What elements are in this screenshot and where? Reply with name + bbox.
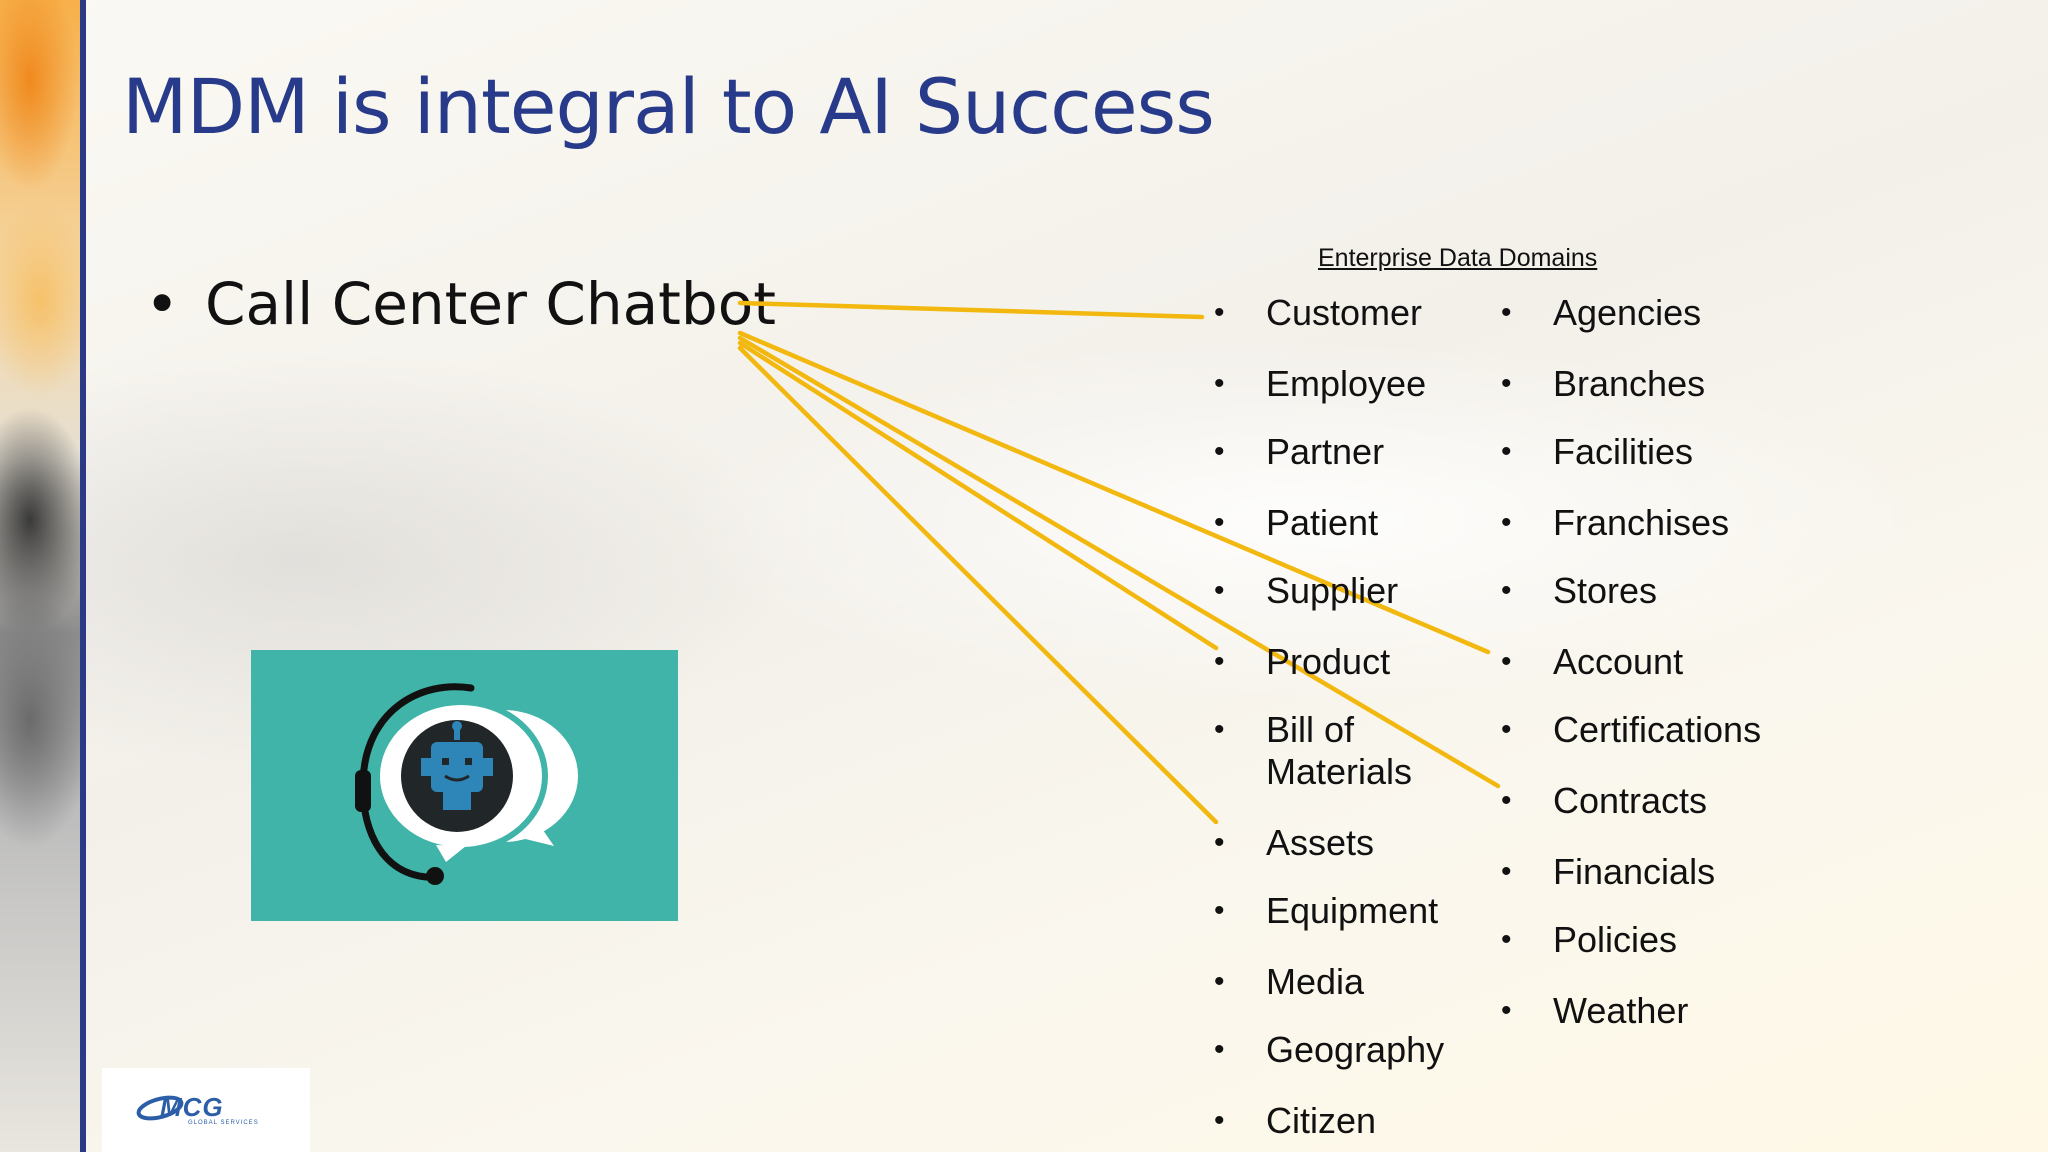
bullet-dot: •: [1501, 435, 1512, 468]
bullet-dot: •: [1501, 855, 1512, 888]
bullet-dot: •: [1214, 435, 1225, 468]
bullet-dot: •: [1214, 367, 1225, 400]
list-item: •Equipment: [1214, 890, 1439, 931]
list-item: •Geography: [1214, 1029, 1445, 1070]
bullet-dot: •: [1214, 713, 1225, 746]
list-item: •Partner: [1214, 431, 1385, 472]
list-item: •Agencies: [1501, 292, 1702, 333]
bullet-dot: •: [1214, 506, 1225, 539]
slide-title: MDM is integral to AI Success: [122, 62, 1215, 151]
list-item: •Employee: [1214, 363, 1427, 404]
mcg-logo: [136, 1095, 184, 1121]
bullet-dot: •: [1214, 965, 1225, 998]
company-logo: MCG GLOBAL SERVICES: [102, 1068, 310, 1152]
bullet-dot: •: [1214, 1033, 1225, 1066]
bullet-dot: •: [1501, 296, 1512, 329]
left-accent-rule: [80, 0, 86, 1152]
bullet-dot: •: [1501, 713, 1512, 746]
list-item: •Policies: [1501, 919, 1678, 960]
list-item: •Customer: [1214, 292, 1423, 333]
list-item: •Citizen: [1214, 1100, 1377, 1141]
list-item: •Contracts: [1501, 780, 1708, 821]
bullet-dot: •: [1214, 826, 1225, 859]
list-item: •Financials: [1501, 851, 1716, 892]
list-item: •Certifications: [1501, 709, 1762, 750]
bullet-dot: •: [1214, 296, 1225, 329]
bullet-dot: •: [1214, 645, 1225, 678]
list-item: •Account: [1501, 641, 1684, 682]
bullet-dot: •: [1501, 784, 1512, 817]
list-item: •Assets: [1214, 822, 1375, 863]
list-item: •Franchises: [1501, 502, 1730, 543]
list-item: •Weather: [1501, 990, 1689, 1031]
main-bullet: • Call Center Chatbot: [145, 270, 776, 338]
logo-text: MCG: [160, 1092, 224, 1122]
bullet-dot: •: [1501, 994, 1512, 1027]
chatbot-illustration: [251, 650, 678, 921]
list-item: •Media: [1214, 961, 1365, 1002]
bullet-dot: •: [1501, 506, 1512, 539]
list-item: •Branches: [1501, 363, 1706, 404]
bullet-dot: •: [1501, 645, 1512, 678]
logo-subtitle: GLOBAL SERVICES: [188, 1120, 259, 1126]
list-item: •Stores: [1501, 570, 1658, 611]
bullet-dot: •: [1214, 894, 1225, 927]
bullet-dot: •: [1501, 367, 1512, 400]
bullet-dot: •: [1501, 923, 1512, 956]
domains-heading: Enterprise Data Domains: [1318, 244, 1598, 272]
list-item: •Patient: [1214, 502, 1379, 543]
robot-face-icon: [401, 720, 513, 832]
list-item: •Facilities: [1501, 431, 1694, 472]
bullet-dot: •: [145, 270, 180, 338]
chatbot-headset-icon: [355, 683, 578, 885]
bullet-dot: •: [1501, 574, 1512, 607]
main-bullet-text: Call Center Chatbot: [205, 270, 776, 338]
bullet-dot: •: [1214, 1104, 1225, 1137]
left-decorative-image: [0, 0, 80, 1152]
list-item: •Supplier: [1214, 570, 1399, 611]
bullet-dot: •: [1214, 574, 1225, 607]
list-item: •Bill of Materials: [1214, 709, 1413, 792]
list-item: •Product: [1214, 641, 1391, 682]
